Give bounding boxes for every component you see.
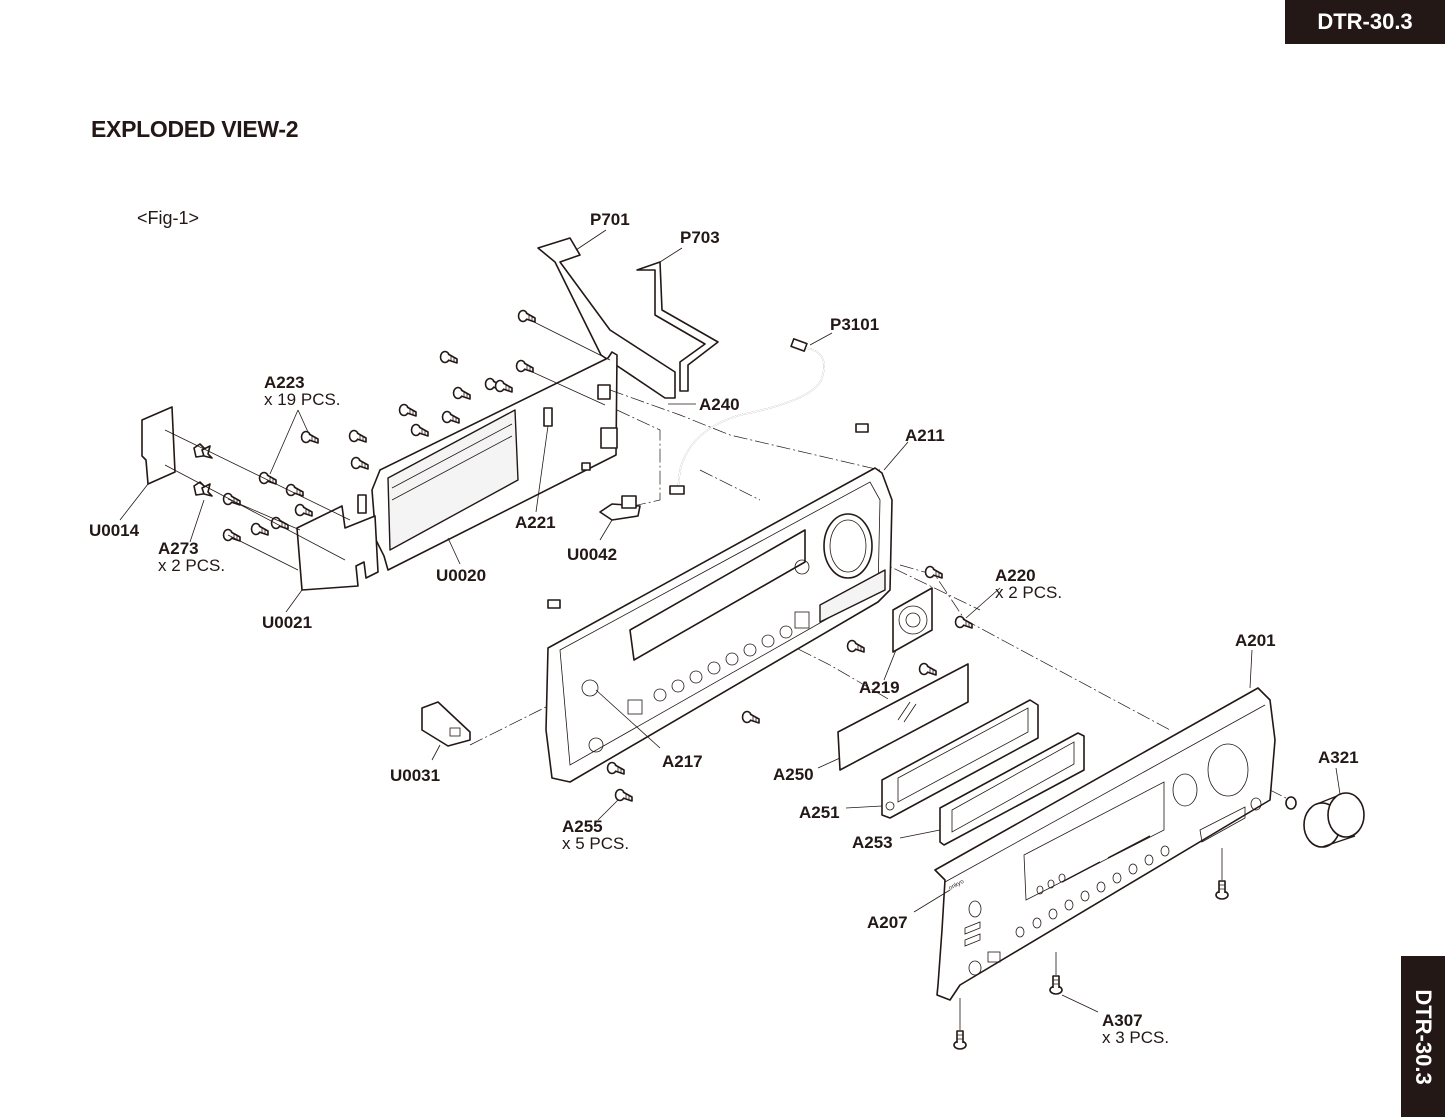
knob-a321	[1285, 790, 1365, 848]
wire-harness-p3101	[669, 338, 825, 495]
pcb-u0021	[296, 494, 379, 591]
screw-a220	[924, 565, 943, 579]
callout-a251: A251	[799, 804, 840, 821]
flat-cable-p703	[636, 261, 719, 392]
clip-a273	[193, 443, 213, 459]
part-number: A273	[158, 539, 199, 558]
callout-a217: A217	[662, 753, 703, 770]
part-number: A211	[905, 426, 945, 445]
figure-label: <Fig-1>	[137, 208, 200, 228]
part-number: A219	[859, 678, 900, 697]
callout-a207: A207	[867, 914, 908, 931]
part-quantity: x 3 PCS.	[1102, 1028, 1170, 1047]
display-frame-a251	[881, 699, 1039, 819]
front-panel-a201	[934, 687, 1276, 1001]
callout-a240: A240	[699, 396, 740, 413]
callout-u0020: U0020	[436, 567, 486, 584]
page-title: EXPLODED VIEW-2	[91, 116, 299, 142]
part-number: A221	[515, 513, 556, 532]
leader-lines	[119, 229, 1341, 1013]
callout-a253: A253	[852, 834, 893, 851]
model-name: DTR-30.3	[1317, 9, 1413, 34]
part-number: U0031	[390, 766, 441, 785]
callout-p703: P703	[680, 229, 720, 246]
callout-u0042: U0042	[567, 546, 617, 563]
part-number: A307	[1102, 1011, 1143, 1030]
callout-u0014: U0014	[89, 522, 139, 539]
part-number: A201	[1235, 631, 1276, 650]
speaker-a219	[892, 587, 933, 653]
part-number: A207	[867, 913, 908, 932]
callout-u0031: U0031	[390, 767, 440, 784]
callout-a211: A211	[905, 427, 945, 444]
part-quantity: x 2 PCS.	[158, 556, 226, 575]
screw-a255	[606, 761, 625, 775]
screw-a307	[1215, 880, 1229, 900]
callout-a250: A250	[773, 766, 814, 783]
pcb-u0020	[371, 351, 618, 571]
part-number: U0014	[89, 521, 140, 540]
screw-a307	[953, 1030, 967, 1050]
part-quantity: x 2 PCS.	[995, 583, 1063, 602]
front-chassis-a211	[545, 423, 893, 783]
part-number: P3101	[830, 315, 880, 334]
part-u0042	[599, 495, 641, 521]
screw	[741, 710, 760, 724]
part-number: A220	[995, 566, 1036, 585]
screw	[918, 662, 937, 676]
callout-p3101: P3101	[830, 316, 879, 333]
screw-a220	[954, 615, 973, 629]
part-number: A253	[852, 833, 893, 852]
model-tab-top: DTR-30.3	[1285, 0, 1445, 44]
part-number: U0042	[567, 545, 618, 564]
part-number: U0020	[436, 566, 487, 585]
part-number: P701	[590, 210, 630, 229]
model-tab-side: DTR-30.3	[1401, 956, 1445, 1117]
part-number: A250	[773, 765, 814, 784]
part-quantity: x 5 PCS.	[562, 834, 630, 853]
part-u0031	[421, 701, 471, 747]
screw	[846, 639, 865, 653]
part-number: A255	[562, 817, 603, 836]
part-number: P703	[680, 228, 720, 247]
callout-a321: A321	[1318, 749, 1359, 766]
pcb-u0014	[141, 406, 176, 485]
callout-a221: A221	[515, 514, 556, 531]
clip-a273	[193, 481, 213, 497]
screw-a255	[614, 788, 633, 802]
part-number: U0021	[262, 613, 313, 632]
callout-a201: A201	[1235, 632, 1276, 649]
callout-u0021: U0021	[262, 614, 312, 631]
part-quantity: x 19 PCS.	[264, 390, 341, 409]
screw-guide-lines	[959, 848, 1223, 1030]
display-window-a250	[837, 663, 969, 771]
display-filter-a253	[939, 732, 1085, 846]
part-number: A223	[264, 373, 305, 392]
screw-a307	[1049, 975, 1063, 995]
callout-a219: A219	[859, 679, 900, 696]
part-number: A217	[662, 752, 703, 771]
part-number: A240	[699, 395, 740, 414]
part-number: A251	[799, 803, 840, 822]
part-number: A321	[1318, 748, 1359, 767]
callout-p701: P701	[590, 211, 630, 228]
